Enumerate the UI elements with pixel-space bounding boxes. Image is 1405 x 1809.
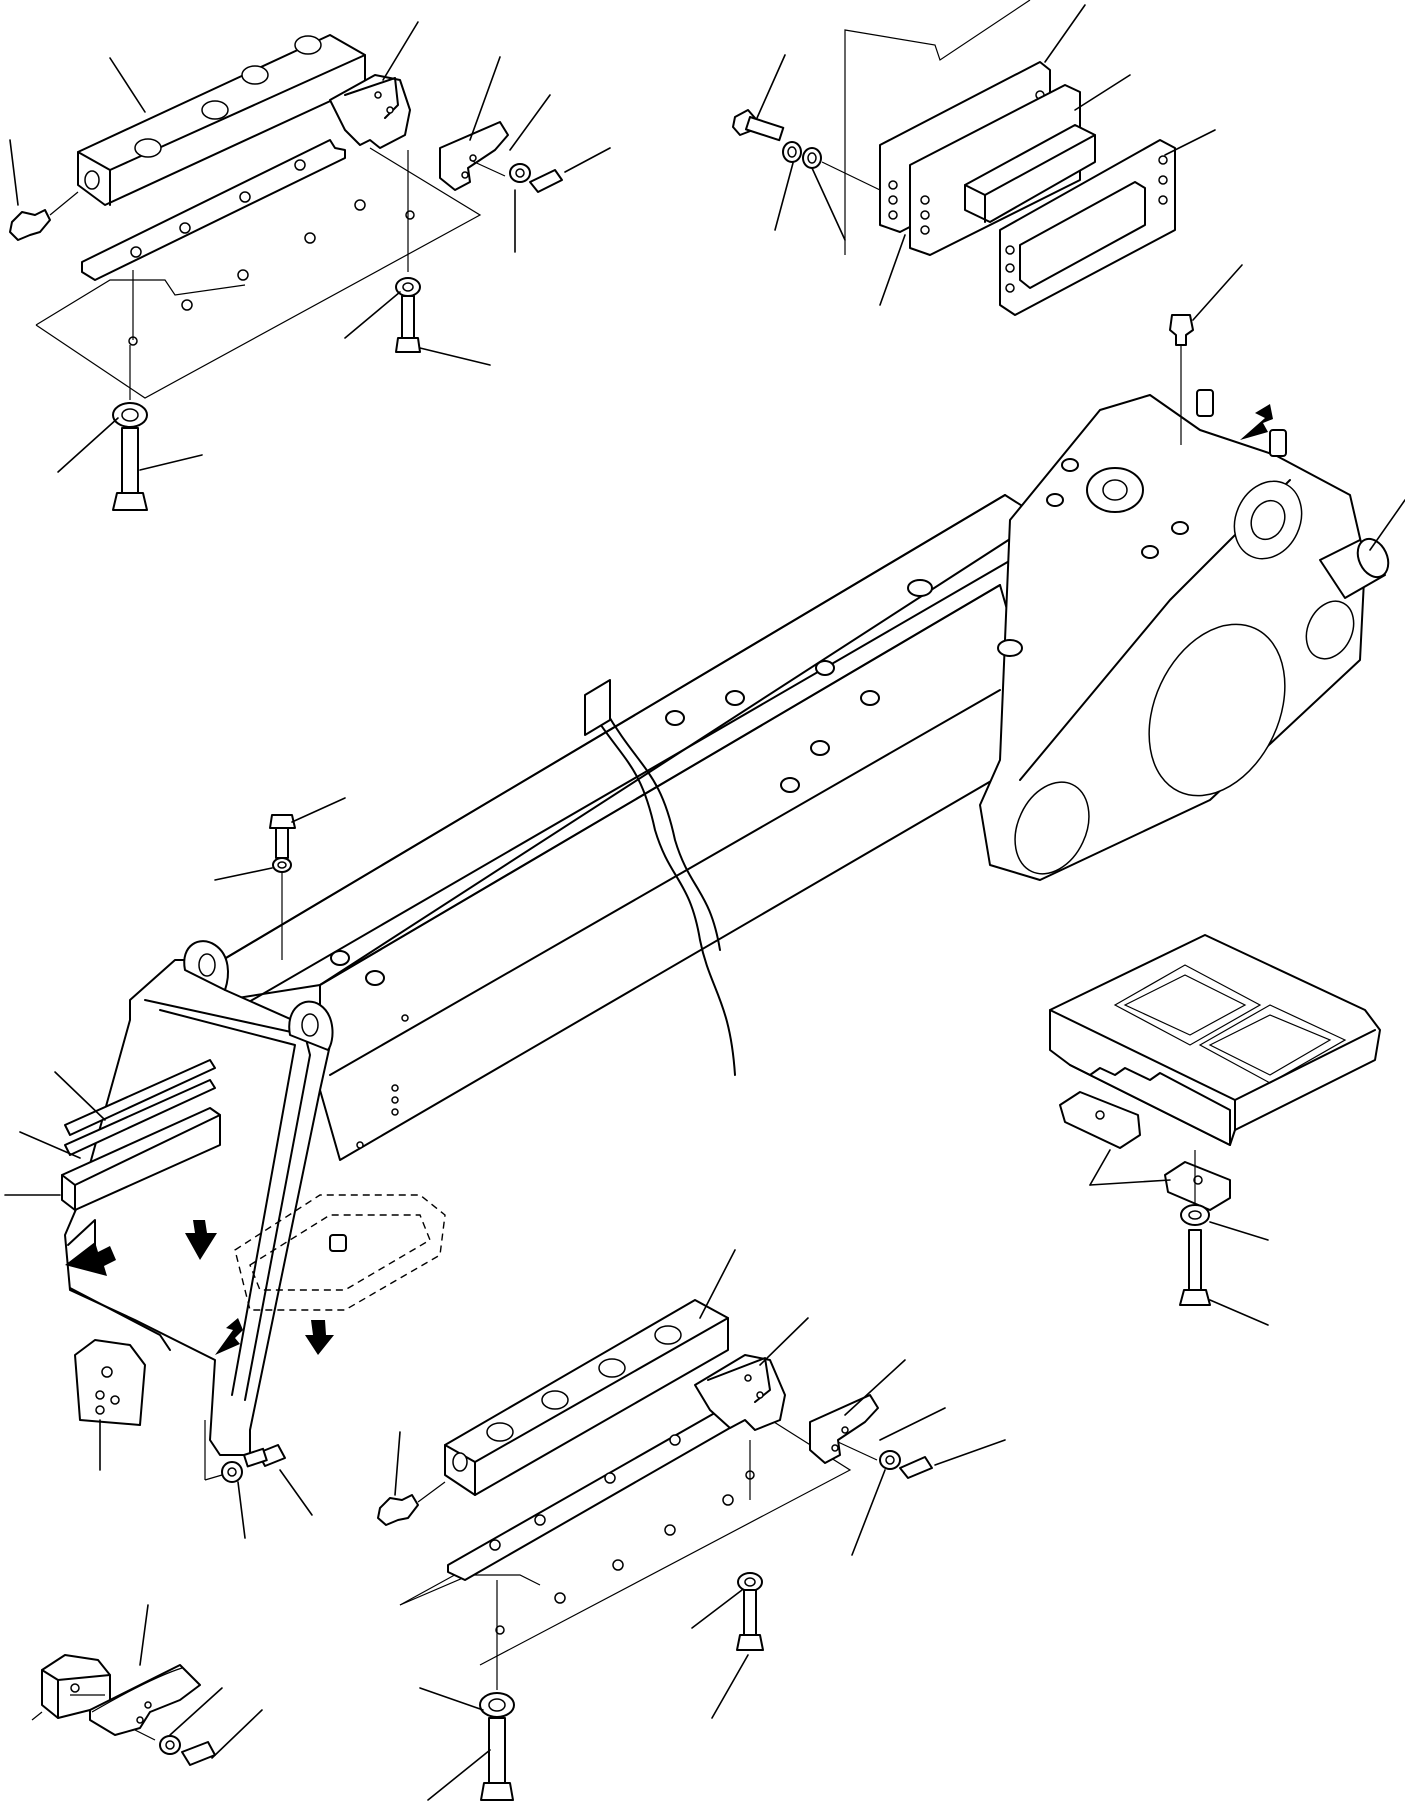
wedge-plate [440, 122, 508, 190]
pivot-pin-sleeve [1320, 534, 1394, 598]
top-right-pad-assembly [733, 0, 1215, 315]
grease-fitting-tl [10, 192, 78, 240]
bolt-large-tl [113, 345, 147, 510]
bolt-tl [470, 160, 562, 192]
front-pad-block [75, 1340, 145, 1425]
bolt-boom-top [215, 798, 345, 960]
bottom-slide-assembly [378, 1250, 1005, 1800]
retainer-frame [1000, 140, 1175, 315]
stud-tl-under [396, 278, 420, 352]
front-shims-slider [62, 1060, 220, 1210]
right-wear-pad-group [1050, 935, 1380, 1325]
rear-large-hole [1123, 602, 1311, 818]
insertion-arrows [65, 404, 1273, 1355]
wear-pad [965, 125, 1095, 222]
top-left-slide-assembly [10, 22, 610, 510]
rear-top-lugs [1197, 390, 1286, 456]
front-shims-leaders [5, 1072, 105, 1470]
slide-base-strip [82, 140, 345, 280]
front-yoke-frame [65, 941, 445, 1455]
boom-main-body [130, 390, 1394, 1160]
rear-lower-hole [1001, 770, 1103, 886]
grease-nipple-top [1170, 265, 1242, 445]
hidden-bottom-pad-outline [235, 1195, 445, 1310]
bolt-washers-tr [733, 110, 880, 190]
bolt-front-yoke [205, 1420, 312, 1538]
boom-top-studs [331, 459, 1188, 985]
slide-bar [78, 35, 365, 205]
pivot-pin-leader [1370, 500, 1405, 550]
side-face-holes [357, 1015, 408, 1148]
guide-bracket [330, 75, 410, 148]
pad-retainer-blocks [1060, 1092, 1230, 1210]
bottom-left-clip-assembly [32, 1605, 262, 1765]
